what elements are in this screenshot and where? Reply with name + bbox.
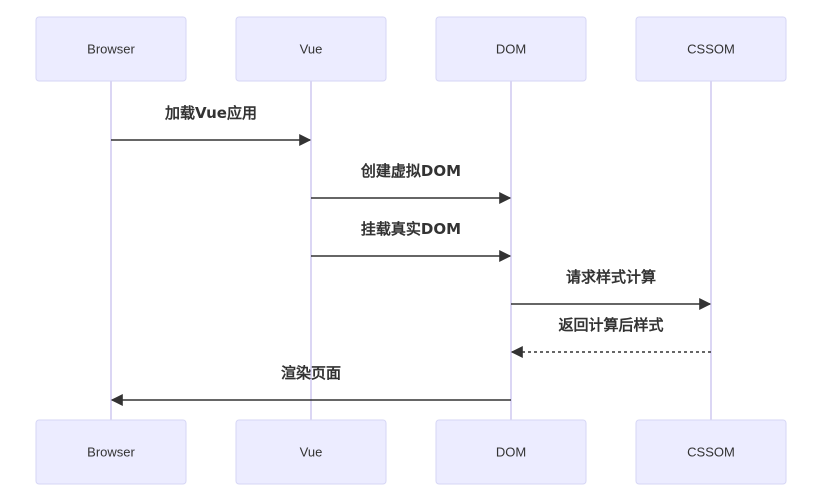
message-1: 加载Vue应用: [111, 104, 312, 146]
actor-box: [35, 16, 187, 82]
actor-box: [635, 16, 787, 82]
message-label: 渲染页面: [281, 364, 341, 382]
message-3: 挂载真实DOM: [311, 220, 512, 262]
actor-label: Vue: [300, 42, 323, 57]
actor-browser-bottom: Browser: [35, 419, 187, 485]
message-5: 返回计算后样式: [510, 316, 711, 358]
actor-vue-bottom: Vue: [235, 419, 387, 485]
actor-label: CSSOM: [687, 42, 735, 57]
actor-label: DOM: [496, 445, 526, 460]
actor-label: Browser: [87, 445, 135, 460]
actors-bottom: Browser Vue DOM CSSOM: [35, 419, 787, 485]
message-label: 加载Vue应用: [164, 104, 257, 122]
lifelines: [110, 81, 712, 420]
message-label: 创建虚拟DOM: [360, 162, 461, 180]
message-label: 返回计算后样式: [558, 316, 663, 334]
actors-top: Browser Vue DOM CSSOM: [35, 16, 787, 82]
message-label: 挂载真实DOM: [361, 220, 461, 238]
actor-dom-bottom: DOM: [435, 419, 587, 485]
actor-label: CSSOM: [687, 445, 735, 460]
actor-cssom-top: CSSOM: [635, 16, 787, 82]
message-2: 创建虚拟DOM: [311, 162, 512, 204]
actor-box: [235, 16, 387, 82]
actor-box: [35, 419, 187, 485]
actor-label: DOM: [496, 42, 526, 57]
actor-box: [435, 419, 587, 485]
actor-box: [635, 419, 787, 485]
actor-dom-top: DOM: [435, 16, 587, 82]
actor-browser-top: Browser: [35, 16, 187, 82]
actor-label: Vue: [300, 445, 323, 460]
message-label: 请求样式计算: [566, 268, 656, 286]
actor-box: [435, 16, 587, 82]
actor-cssom-bottom: CSSOM: [635, 419, 787, 485]
actor-box: [235, 419, 387, 485]
message-4: 请求样式计算: [511, 268, 712, 310]
actor-vue-top: Vue: [235, 16, 387, 82]
message-6: 渲染页面: [110, 364, 511, 406]
actor-label: Browser: [87, 42, 135, 57]
